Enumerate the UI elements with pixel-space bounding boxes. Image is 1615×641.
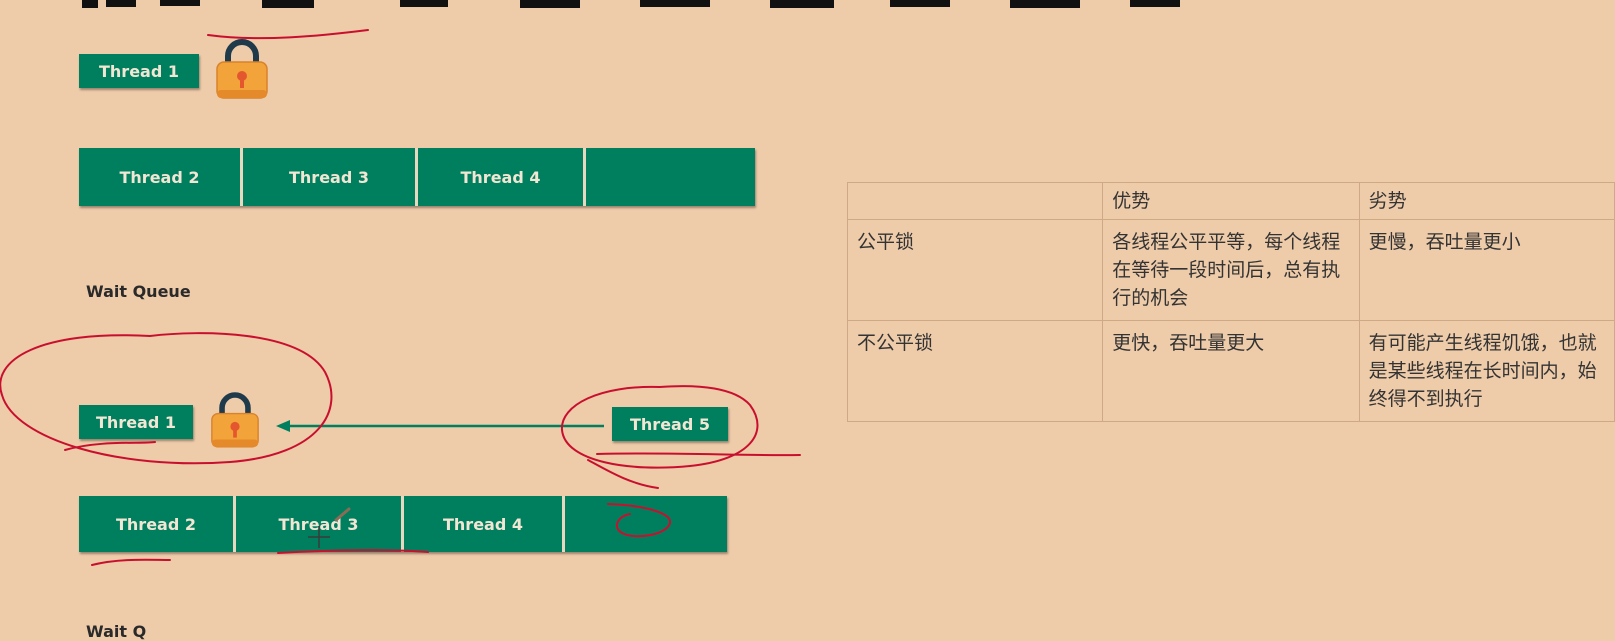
underline-mark bbox=[91, 558, 171, 566]
table-row: 公平锁 各线程公平平等，每个线程在等待一段时间后，总有执行的机会 更慢，吞吐量更… bbox=[846, 219, 1615, 321]
top-holder-thread: Thread 1 bbox=[79, 54, 199, 88]
queue-cell: Thread 4 bbox=[404, 496, 565, 552]
queue-cell-empty bbox=[565, 496, 727, 552]
table-header-row: 优势 劣势 bbox=[846, 182, 1615, 220]
queue-cell: Thread 3 bbox=[243, 148, 418, 206]
queue-cell: Thread 3 bbox=[236, 496, 404, 552]
table-cell: 公平锁 bbox=[846, 219, 1104, 321]
table-header-disadvantage: 劣势 bbox=[1358, 182, 1615, 220]
table-cell: 不公平锁 bbox=[846, 320, 1104, 422]
queue-cell: Thread 2 bbox=[79, 496, 236, 552]
underline-mark bbox=[596, 452, 801, 457]
table-cell: 各线程公平平等，每个线程在等待一段时间后，总有执行的机会 bbox=[1102, 219, 1360, 321]
table-cell: 有可能产生线程饥饿，也就是某些线程在长时间内，始终得不到执行 bbox=[1358, 320, 1615, 422]
wait-queue-label: Wait Queue bbox=[86, 282, 191, 301]
underline-mark bbox=[207, 29, 369, 40]
top-wait-queue: Thread 2 Thread 3 Thread 4 bbox=[79, 148, 755, 206]
cut-off-heading bbox=[0, 0, 1615, 14]
padlock-icon bbox=[211, 392, 259, 448]
table-row: 不公平锁 更快，吞吐量更大 有可能产生线程饥饿，也就是某些线程在长时间内，始终得… bbox=[846, 320, 1615, 422]
queue-cell: Thread 2 bbox=[79, 148, 243, 206]
queue-cell-empty bbox=[586, 148, 755, 206]
bottom-wait-queue: Thread 2 Thread 3 Thread 4 bbox=[79, 496, 727, 552]
heading-fragments bbox=[82, 0, 1180, 8]
wait-queue-label-cut: Wait Q bbox=[86, 622, 147, 641]
table-cell: 更慢，吞吐量更小 bbox=[1358, 219, 1615, 321]
underline-mark bbox=[64, 441, 156, 451]
table-cell: 更快，吞吐量更大 bbox=[1102, 320, 1360, 422]
table-header-advantage: 优势 bbox=[1102, 182, 1360, 220]
incoming-thread: Thread 5 bbox=[612, 407, 728, 441]
lock-comparison-table: 优势 劣势 公平锁 各线程公平平等，每个线程在等待一段时间后，总有执行的机会 更… bbox=[846, 182, 1615, 422]
bottom-holder-thread: Thread 1 bbox=[79, 405, 193, 439]
table-header-cell bbox=[846, 182, 1104, 220]
queue-cell: Thread 4 bbox=[418, 148, 586, 206]
circle-mark bbox=[0, 332, 333, 465]
underline-mark bbox=[587, 459, 659, 489]
padlock-icon bbox=[216, 39, 268, 99]
